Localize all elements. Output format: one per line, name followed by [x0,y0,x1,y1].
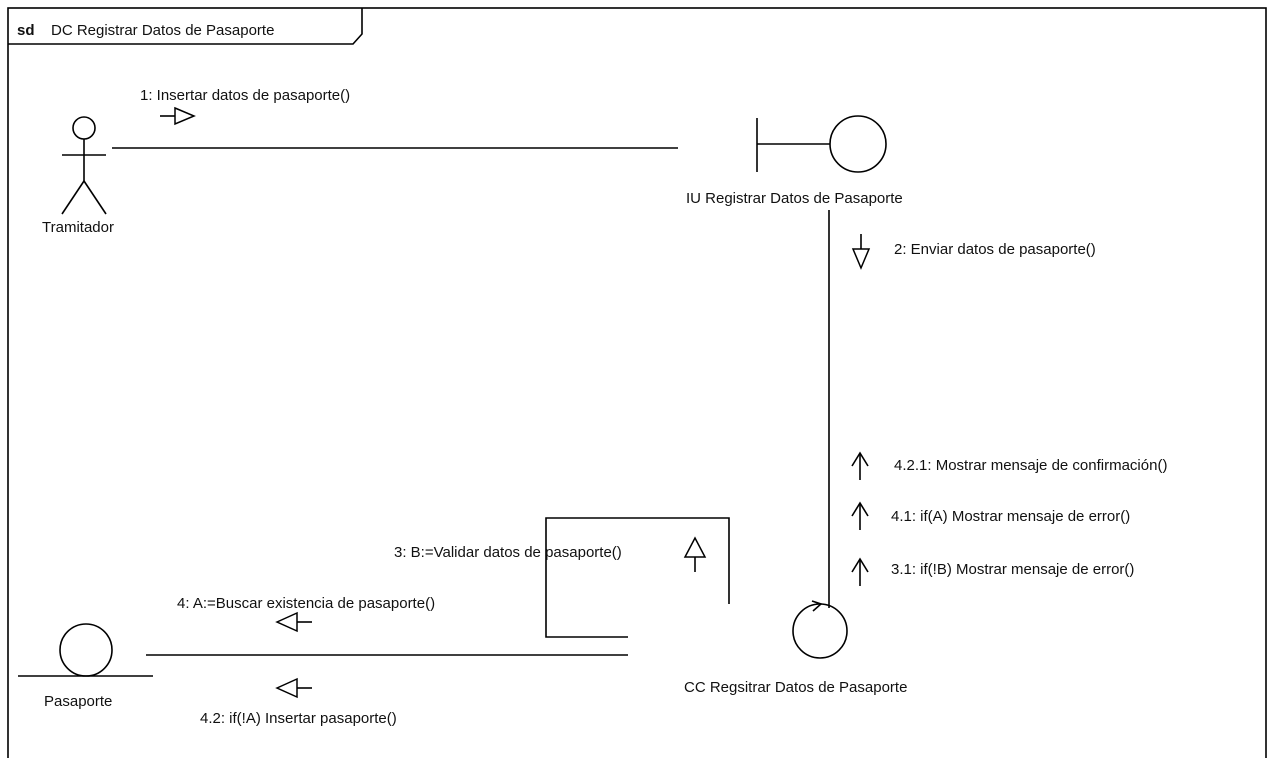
message-3-1[interactable]: 3.1: if(!B) Mostrar mensaje de error() [851,557,1134,586]
boundary-circle [829,115,887,173]
entity-circle [59,623,113,677]
message-3-label: 3: B:=Validar datos de pasaporte() [394,544,622,561]
self-link-control [545,517,730,638]
message-4-2-label: 4.2: if(!A) Insertar pasaporte() [200,710,397,727]
control-circle [792,603,848,659]
message-3[interactable]: 3: B:=Validar datos de pasaporte() [394,536,707,572]
message-1[interactable]: 1: Insertar datos de pasaporte() [140,87,350,126]
actor-label: Tramitador [42,219,114,236]
message-4-label: 4: A:=Buscar existencia de pasaporte() [177,595,435,612]
boundary-object[interactable]: IU Registrar Datos de Pasaporte [686,115,903,207]
entity-object[interactable]: Pasaporte [18,623,153,710]
arrow-up-icon [683,536,707,572]
message-3-1-label: 3.1: if(!B) Mostrar mensaje de error() [891,561,1134,578]
actor-head [72,116,96,140]
frame-keyword: sd [17,22,35,39]
message-2[interactable]: 2: Enviar datos de pasaporte() [851,234,1096,270]
actor-left-leg [61,180,85,215]
message-4-2-1-label: 4.2.1: Mostrar mensaje de confirmación() [894,457,1167,474]
arrow-left-icon [275,611,312,633]
message-1-label: 1: Insertar datos de pasaporte() [140,87,350,104]
message-4-1[interactable]: 4.1: if(A) Mostrar mensaje de error() [851,501,1130,530]
actor-right-leg [83,180,107,215]
arrow-up-icon [851,501,869,530]
diagram-frame: sd DC Registrar Datos de Pasaporte [7,7,1267,758]
actor-tramitador[interactable]: Tramitador [42,116,114,236]
message-4-1-label: 4.1: if(A) Mostrar mensaje de error() [891,508,1130,525]
message-2-label: 2: Enviar datos de pasaporte() [894,241,1096,258]
control-arrowhead [811,600,823,612]
arrow-right-icon [160,106,196,126]
arrow-up-icon [851,557,869,586]
arrow-up-icon [851,451,869,480]
entity-label: Pasaporte [44,693,112,710]
message-4-2-1[interactable]: 4.2.1: Mostrar mensaje de confirmación() [851,451,1167,480]
arrow-left-icon [275,677,312,699]
control-object[interactable]: CC Regsitrar Datos de Pasaporte [684,600,907,696]
frame-title: DC Registrar Datos de Pasaporte [51,22,274,39]
control-label: CC Regsitrar Datos de Pasaporte [684,679,907,696]
boundary-label: IU Registrar Datos de Pasaporte [686,190,903,207]
message-4-2[interactable]: 4.2: if(!A) Insertar pasaporte() [200,677,397,727]
arrow-down-icon [851,234,871,270]
message-4[interactable]: 4: A:=Buscar existencia de pasaporte() [177,595,435,633]
